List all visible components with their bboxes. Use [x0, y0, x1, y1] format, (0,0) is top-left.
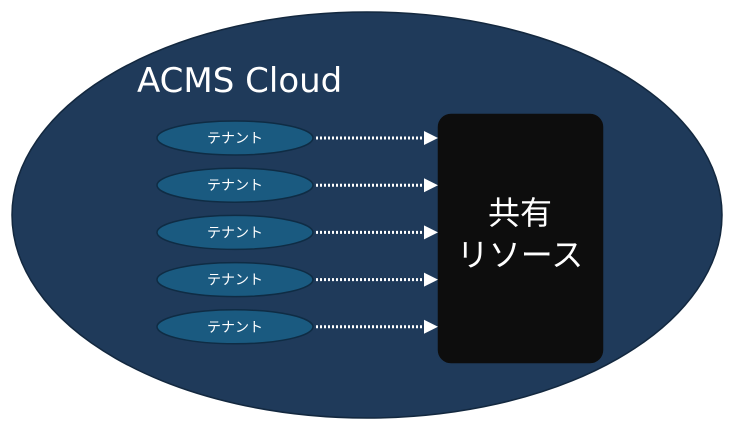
tenant-ellipse — [156, 214, 314, 251]
tenant-ellipse — [156, 309, 314, 345]
cloud-title: ACMS Cloud — [137, 61, 342, 101]
tenant-label: テナント — [207, 273, 263, 289]
tenant-label: テナント — [207, 131, 263, 147]
tenant-ellipse — [156, 167, 314, 203]
tenant-label: テナント — [207, 320, 263, 336]
shared-resource-box — [436, 112, 605, 365]
tenant-ellipse — [156, 120, 314, 156]
tenant-ellipse — [156, 261, 314, 298]
tenant-label: テナント — [207, 225, 263, 241]
shared-resource-label-line2: リソース — [457, 236, 583, 274]
tenant-label: テナント — [207, 178, 263, 194]
tenant-arrow-head — [424, 131, 438, 145]
tenant-arrow-head — [424, 225, 438, 240]
shared-resource-label-line1: 共有 — [488, 194, 552, 232]
tenant-arrow-head — [424, 319, 438, 334]
tenant-arrow-head — [424, 272, 438, 287]
cloud-ellipse — [11, 11, 723, 419]
tenant-arrow-head — [424, 178, 438, 193]
